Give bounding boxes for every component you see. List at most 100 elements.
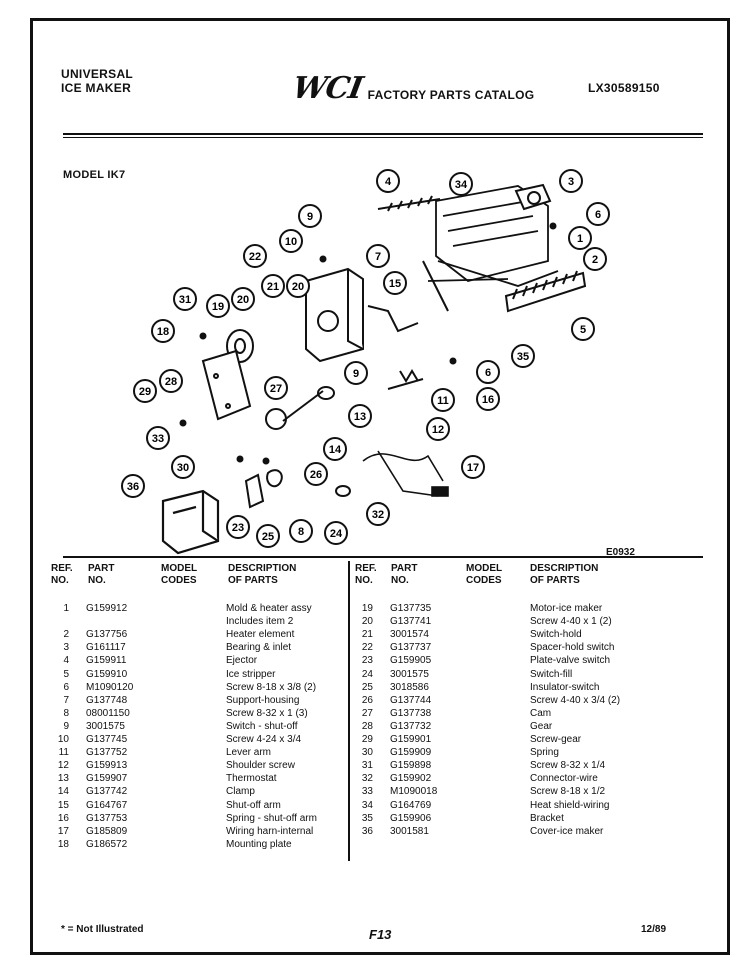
callout-label: 2 <box>592 254 598 266</box>
cover-drawing <box>161 489 220 555</box>
callout-label: 20 <box>292 281 304 293</box>
callout-circle <box>583 247 607 271</box>
callout-label: 34 <box>455 179 468 191</box>
bearing-inlet-drawing <box>514 183 552 211</box>
callout-label: 15 <box>389 278 401 290</box>
part-number: G137737 <box>390 642 432 654</box>
ref-number: 15 <box>57 799 69 811</box>
callout-label: 27 <box>270 383 282 395</box>
callout-circle <box>476 360 500 384</box>
part-description: Mounting plate <box>226 838 292 850</box>
callout-circle <box>366 244 390 268</box>
part-description: Wiring harn-internal <box>226 825 314 837</box>
part-number: G159906 <box>390 812 432 824</box>
part-description: Lever arm <box>226 747 272 759</box>
callout-label: 25 <box>262 531 274 543</box>
ref-number: 25 <box>361 681 373 693</box>
part-description: Screw 4-24 x 3/4 <box>226 734 302 745</box>
ref-number: 6 <box>63 681 69 693</box>
col-model-left: MODEL CODES <box>161 563 198 586</box>
part-description: Switch-fill <box>530 668 573 680</box>
part-number: G137738 <box>390 707 432 719</box>
header-rule-top <box>63 133 703 135</box>
callout-label: 20 <box>237 294 249 306</box>
part-number: 3018586 <box>390 681 429 693</box>
part-description: Ice stripper <box>226 668 276 680</box>
part-number: G186572 <box>86 838 128 850</box>
shut-off-arm-drawing <box>367 260 449 333</box>
model-label: MODEL IK7 <box>63 169 126 181</box>
callout-circle <box>243 244 267 268</box>
page-number: F13 <box>369 927 392 942</box>
callout-label: 24 <box>330 528 343 540</box>
part-description: Includes item 2 <box>226 616 294 628</box>
part-description: Shoulder screw <box>226 760 295 772</box>
ref-number: 8 <box>63 707 69 719</box>
wci-logo: WCI <box>290 71 365 106</box>
wiring-harness-drawing <box>362 450 449 497</box>
ejector-drawing <box>377 195 441 212</box>
callout-circle <box>289 519 313 543</box>
part-number: G161117 <box>86 642 126 654</box>
catalog-number: LX30589150 <box>588 81 660 95</box>
part-description: Shut-off arm <box>226 799 281 811</box>
callout-circle <box>476 387 500 411</box>
catalog-header: WCI FACTORY PARTS CATALOG <box>290 71 534 106</box>
part-description: Insulator-switch <box>530 681 600 693</box>
callout-circle <box>426 417 450 441</box>
part-number: G185809 <box>86 825 128 837</box>
ref-number: 5 <box>63 668 69 680</box>
callout-circle <box>431 388 455 412</box>
callout-circle <box>449 172 473 196</box>
ref-number: 2 <box>63 629 69 641</box>
ref-number: 23 <box>361 655 373 667</box>
part-description: Screw 8-18 x 3/8 (2) <box>226 681 317 693</box>
callout-circle <box>348 404 372 428</box>
callout-circle <box>366 502 390 526</box>
part-number: 08001150 <box>86 707 130 719</box>
ref-number: 31 <box>361 760 373 772</box>
ref-number: 27 <box>361 707 373 719</box>
part-number: 3001574 <box>390 629 429 641</box>
part-number: G159909 <box>390 747 432 759</box>
figure-number: E0932 <box>606 547 635 558</box>
ref-number: 7 <box>63 694 69 706</box>
ref-number: 34 <box>361 799 373 811</box>
part-number: G137745 <box>86 734 128 745</box>
part-number: G159901 <box>390 734 432 745</box>
part-number: G137741 <box>390 616 432 628</box>
callout-circle <box>133 379 157 403</box>
ref-number: 19 <box>361 603 373 614</box>
ref-number: 29 <box>361 734 373 745</box>
part-number: G137748 <box>86 694 128 706</box>
ref-number: 36 <box>361 825 373 837</box>
support-housing-drawing <box>305 267 364 363</box>
product-title-line1: UNIVERSAL <box>61 67 134 81</box>
ref-number: 1 <box>63 603 69 614</box>
part-number: G137735 <box>390 603 432 614</box>
part-description: Heat shield-wiring <box>530 799 610 811</box>
ref-number: 24 <box>361 668 373 680</box>
callout-label: 35 <box>517 351 529 363</box>
part-description: Bracket <box>530 812 564 824</box>
callout-circle <box>146 426 170 450</box>
callout-circle <box>256 524 280 548</box>
gear-cam-drawing <box>265 386 335 430</box>
callout-circle <box>324 521 348 545</box>
callout-circle <box>559 169 583 193</box>
part-description: Switch - shut-off <box>226 720 298 732</box>
part-number: G159905 <box>390 655 432 667</box>
col-part-right: PART NO. <box>391 563 418 586</box>
callout-label: 9 <box>307 211 313 223</box>
part-number: G137752 <box>86 747 128 759</box>
ref-number: 13 <box>57 773 69 785</box>
ref-number: 4 <box>63 655 69 667</box>
callout-label: 23 <box>232 522 244 534</box>
ref-number: 9 <box>63 720 69 732</box>
table-rule <box>63 556 703 558</box>
callout-circle <box>344 361 368 385</box>
part-description: Spring <box>530 747 559 759</box>
callout-circle <box>226 515 250 539</box>
callout-label: 6 <box>485 367 491 379</box>
part-number: G159902 <box>390 773 432 785</box>
